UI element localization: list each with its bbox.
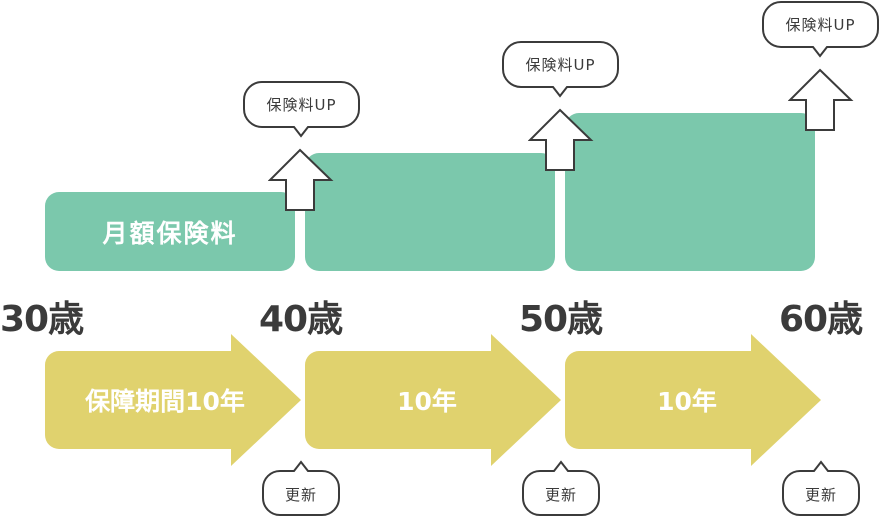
- premium-up-bubble: 保険料UP: [762, 1, 879, 58]
- age-label-40: 40歳: [259, 299, 343, 340]
- premium-up-label: 保険料UP: [785, 16, 856, 34]
- coverage-period-label: 保障期間10年: [85, 387, 245, 416]
- age-label-60: 60歳: [779, 299, 863, 340]
- premium-bar-1: 月額保険料: [45, 192, 295, 271]
- renewal-label: 更新: [544, 486, 577, 504]
- up-arrow-icon: [528, 108, 594, 171]
- premium-bar-2: [305, 153, 555, 271]
- renewal-bubble: 更新: [262, 460, 340, 517]
- age-label-30: 30歳: [0, 299, 84, 340]
- premium-up-bubble: 保険料UP: [243, 81, 360, 138]
- up-arrow-icon: [268, 148, 334, 211]
- premium-bar-3: [565, 113, 815, 271]
- coverage-period-arrow-3: 10年: [565, 334, 821, 466]
- coverage-period-arrow-2: 10年: [305, 334, 561, 466]
- renewal-bubble: 更新: [782, 460, 860, 517]
- coverage-period-label: 10年: [397, 387, 457, 416]
- premium-label: 月額保険料: [102, 218, 238, 248]
- premium-up-bubble: 保険料UP: [502, 41, 619, 98]
- renewal-label: 更新: [284, 486, 317, 504]
- renewal-bubble: 更新: [522, 460, 600, 517]
- coverage-period-arrow-1: 保障期間10年: [45, 334, 301, 466]
- renewal-label: 更新: [804, 486, 837, 504]
- up-arrow-icon: [788, 68, 854, 131]
- premium-up-label: 保険料UP: [266, 96, 337, 114]
- coverage-period-label: 10年: [657, 387, 717, 416]
- age-label-50: 50歳: [519, 299, 603, 340]
- premium-up-label: 保険料UP: [525, 56, 596, 74]
